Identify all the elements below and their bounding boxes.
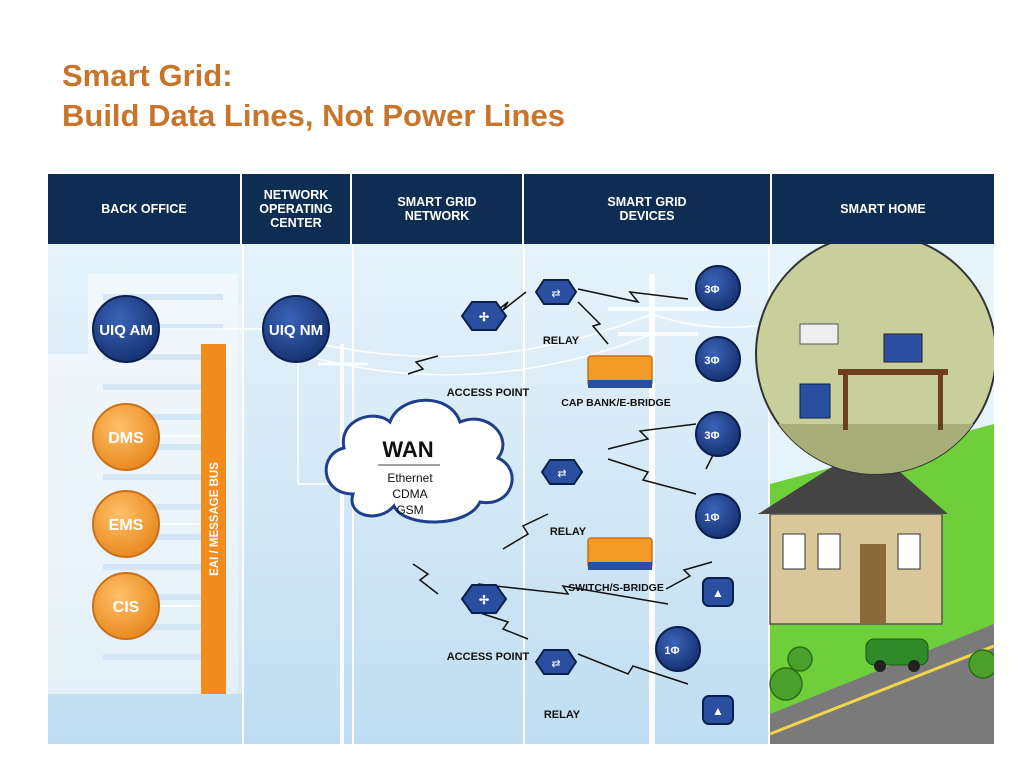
switch-device[interactable]: SWITCH/S-BRIDGE: [568, 537, 664, 594]
header-sgd-line-1: SMART GRID: [607, 195, 687, 209]
wan-line-cdma: CDMA: [392, 487, 427, 501]
wan-title: WAN: [382, 437, 433, 462]
switch-label: SWITCH/S-BRIDGE: [568, 582, 664, 594]
cap-bank-label: CAP BANK/E-BRIDGE: [561, 397, 670, 409]
header-noc-line-1: NETWORK: [263, 188, 329, 202]
power-poles: [297, 274, 771, 744]
meter-2-label: 3Φ: [704, 355, 719, 367]
gas-meter-1-icon: ▲: [712, 586, 724, 600]
meter-three-phase-2[interactable]: 3Φ: [695, 336, 741, 382]
header-smart-home-label: SMART HOME: [840, 202, 926, 216]
gas-meter-1[interactable]: ▲: [702, 577, 734, 607]
access-point-top-label: ACCESS POINT: [447, 387, 530, 399]
access-point-bottom-label: ACCESS POINT: [447, 651, 530, 663]
title-line-1: Smart Grid:: [62, 58, 233, 93]
message-bus-bar: [201, 344, 226, 694]
header-sgn-line-1: SMART GRID: [397, 195, 477, 209]
dms-label: DMS: [108, 430, 144, 447]
meter-1-label: 3Φ: [704, 284, 719, 296]
wan-cloud[interactable]: WAN Ethernet CDMA GSM: [324, 398, 514, 524]
title-line-2: Build Data Lines, Not Power Lines: [62, 98, 565, 133]
relay-3-label: RELAY: [544, 709, 581, 721]
column-header-band: BACK OFFICE NETWORK OPERATING CENTER SMA…: [48, 174, 994, 244]
relay-2-label: RELAY: [550, 526, 587, 538]
cis-node[interactable]: CIS: [92, 572, 160, 640]
message-bus-label: EAI / MESSAGE BUS: [209, 462, 221, 576]
page-title: Smart Grid: Build Data Lines, Not Power …: [62, 56, 565, 136]
smart-home-scene: [755, 244, 994, 744]
meter-one-phase-2[interactable]: 1Φ: [655, 626, 701, 672]
access-point-bottom-icon: ✢: [479, 593, 489, 607]
header-back-office: BACK OFFICE: [48, 174, 242, 244]
uiq-nm-label: UIQ NM: [269, 322, 323, 339]
relay-3[interactable]: ⇄ RELAY: [534, 649, 581, 721]
car: [865, 638, 929, 672]
ems-node[interactable]: EMS: [92, 490, 160, 558]
gas-meter-2-icon: ▲: [712, 704, 724, 718]
connector-lines: [156, 328, 338, 607]
meter-one-phase-1[interactable]: 1Φ: [695, 493, 741, 539]
header-sgn-line-2: NETWORK: [404, 209, 470, 223]
header-smart-grid-devices: SMART GRID DEVICES: [524, 174, 772, 244]
meter-three-phase-1[interactable]: 3Φ: [695, 265, 741, 311]
uiq-am-node[interactable]: UIQ AM: [92, 295, 160, 363]
header-back-office-label: BACK OFFICE: [101, 202, 187, 216]
relay-1[interactable]: ⇄ RELAY: [534, 279, 580, 347]
diagram-canvas: EAI / MESSAGE BUS UIQ AM DMS EMS CIS UIQ…: [48, 244, 994, 744]
ems-label: EMS: [109, 517, 144, 534]
header-sgd-line-2: DEVICES: [619, 209, 675, 223]
relay-2-icon: ⇄: [557, 468, 566, 480]
relay-2[interactable]: ⇄ RELAY: [540, 459, 587, 538]
relay-1-icon: ⇄: [551, 288, 560, 300]
access-point-bottom[interactable]: ✢ ACCESS POINT: [447, 584, 530, 663]
wan-line-gsm: GSM: [396, 503, 423, 517]
uiq-am-label: UIQ AM: [99, 322, 153, 339]
relay-1-label: RELAY: [543, 335, 580, 347]
header-network-operating-center: NETWORK OPERATING CENTER: [242, 174, 352, 244]
meter-5-label: 1Φ: [664, 645, 679, 657]
trees: [769, 646, 994, 701]
access-point-top[interactable]: ✢ ACCESS POINT: [447, 301, 530, 399]
header-smart-grid-network: SMART GRID NETWORK: [352, 174, 524, 244]
meter-three-phase-3[interactable]: 3Φ: [695, 411, 741, 457]
header-smart-home: SMART HOME: [772, 174, 994, 244]
relay-3-icon: ⇄: [551, 658, 560, 670]
gas-meter-2[interactable]: ▲: [702, 695, 734, 725]
dms-node[interactable]: DMS: [92, 403, 160, 471]
cap-bank-device[interactable]: CAP BANK/E-BRIDGE: [561, 355, 671, 409]
cis-label: CIS: [113, 599, 140, 616]
meter-3-label: 3Φ: [704, 430, 719, 442]
access-point-top-icon: ✢: [479, 310, 489, 324]
meter-4-label: 1Φ: [704, 512, 719, 524]
wan-line-ethernet: Ethernet: [387, 471, 433, 485]
header-noc-line-3: CENTER: [270, 216, 322, 230]
house: [758, 444, 948, 625]
office-windows: [103, 294, 223, 660]
uiq-nm-node[interactable]: UIQ NM: [262, 295, 330, 363]
smart-grid-diagram: BACK OFFICE NETWORK OPERATING CENTER SMA…: [48, 174, 994, 744]
header-noc-line-2: OPERATING: [259, 202, 333, 216]
